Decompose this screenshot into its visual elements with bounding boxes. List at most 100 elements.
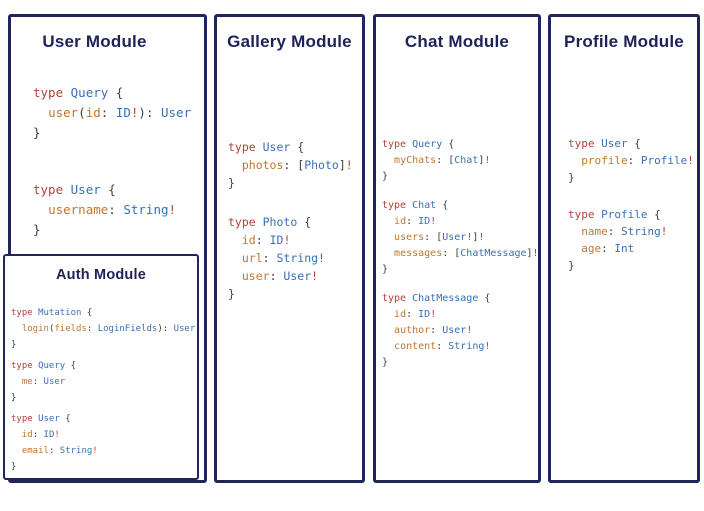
code-token: type: [568, 137, 602, 150]
code-type-definition: type User { profile: Profile!}: [568, 135, 694, 186]
code-token: [382, 232, 394, 243]
code-token: {: [100, 182, 116, 197]
code-token: : [: [283, 158, 305, 172]
code-line: name: String!: [568, 223, 694, 240]
code-block-chat-module: type Query { myChats: [Chat]!} type Chat …: [382, 137, 539, 371]
code-token: :: [627, 154, 641, 167]
code-token: Profile: [640, 154, 688, 167]
code-token: Chat: [454, 155, 479, 166]
code-token: }: [382, 357, 389, 368]
code-line: id: ID!: [382, 214, 539, 230]
code-token: ID: [115, 105, 131, 120]
code-token: {: [290, 140, 305, 154]
code-token: id: [241, 233, 256, 247]
code-line: user(id: ID!): User: [33, 103, 191, 123]
code-token: String: [276, 251, 319, 265]
code-token: User: [283, 269, 312, 283]
code-token: {: [59, 414, 71, 424]
code-line: }: [11, 337, 195, 353]
code-line: login(fields: LoginFields): User: [11, 321, 195, 337]
code-token: id: [394, 309, 407, 320]
code-token: User: [262, 140, 291, 154]
code-token: User: [442, 232, 467, 243]
code-line: id: ID!: [382, 307, 539, 323]
code-line: }: [382, 169, 539, 185]
code-token: User: [43, 377, 66, 387]
code-token: [568, 154, 581, 167]
code-token: content: [394, 341, 437, 352]
code-token: type: [33, 85, 71, 100]
code-line: url: String!: [228, 249, 353, 267]
code-token: [382, 155, 394, 166]
code-token: ]: [338, 158, 346, 172]
code-token: }: [382, 171, 389, 182]
code-block-auth-module: type Mutation { login(fields: LoginField…: [11, 305, 195, 475]
code-token: [11, 446, 22, 456]
code-type-definition: type User { photos: [Photo]!}: [228, 138, 353, 192]
code-token: :: [32, 377, 44, 387]
panel-title-gallery-module: Gallery Module: [227, 32, 352, 51]
code-type-definition: type Chat { id: ID! users: [User!]! mess…: [382, 198, 539, 278]
code-token: }: [11, 340, 17, 350]
code-token: !: [92, 446, 98, 456]
code-token: !: [687, 154, 694, 167]
code-token: :: [607, 225, 621, 238]
code-token: {: [647, 208, 661, 221]
code-token: name: [581, 225, 608, 238]
code-token: !: [478, 232, 485, 243]
code-token: Query: [38, 361, 66, 371]
code-token: !: [311, 269, 319, 283]
code-token: !: [54, 430, 60, 440]
code-line: type User {: [228, 138, 353, 156]
code-line: email: String!: [11, 443, 195, 459]
code-line: user: User!: [228, 267, 353, 285]
code-token: [33, 105, 48, 120]
code-token: users: [394, 232, 425, 243]
code-line: }: [568, 169, 694, 186]
code-token: :: [269, 269, 284, 283]
code-token: :: [601, 242, 615, 255]
code-token: String: [59, 446, 93, 456]
code-token: String: [621, 225, 661, 238]
panel-chat-module: Chat Module type Query { myChats: [Chat]…: [373, 14, 541, 483]
code-block-user-module: type Query { user(id: ID!): User}type Us…: [33, 83, 191, 240]
code-token: }: [11, 393, 17, 403]
code-line: type User {: [11, 411, 195, 427]
panel-title-auth-module: Auth Module: [56, 267, 146, 283]
code-line: }: [568, 257, 694, 274]
code-line: author: User!: [382, 323, 539, 339]
code-token: [382, 325, 394, 336]
code-token: {: [627, 137, 641, 150]
code-token: id: [85, 105, 101, 120]
code-token: !: [532, 248, 539, 259]
code-token: }: [568, 171, 575, 184]
code-type-definition: type Query { me: User}: [11, 358, 195, 406]
code-line: id: ID!: [228, 231, 353, 249]
code-token: !: [130, 105, 139, 120]
code-token: ):: [157, 324, 174, 334]
code-token: :: [436, 341, 449, 352]
code-token: messages: [394, 248, 443, 259]
code-token: email: [21, 446, 49, 456]
code-token: {: [436, 200, 449, 211]
code-token: type: [11, 308, 39, 318]
code-token: [228, 233, 242, 247]
code-token: !: [430, 216, 437, 227]
code-type-definition: type Query { myChats: [Chat]!}: [382, 137, 539, 185]
code-token: ChatMessage: [460, 248, 527, 259]
code-token: }: [11, 462, 17, 472]
code-token: profile: [581, 154, 628, 167]
code-token: :: [32, 430, 44, 440]
code-token: [228, 158, 242, 172]
code-token: Profile: [601, 208, 648, 221]
code-token: ):: [138, 105, 161, 120]
code-line: type Chat {: [382, 198, 539, 214]
code-token: type: [382, 293, 413, 304]
code-token: Mutation: [38, 308, 82, 318]
code-line: }: [228, 285, 353, 303]
code-token: :: [262, 251, 277, 265]
code-token: :: [430, 325, 443, 336]
code-token: {: [81, 308, 93, 318]
code-token: Photo: [262, 215, 298, 229]
